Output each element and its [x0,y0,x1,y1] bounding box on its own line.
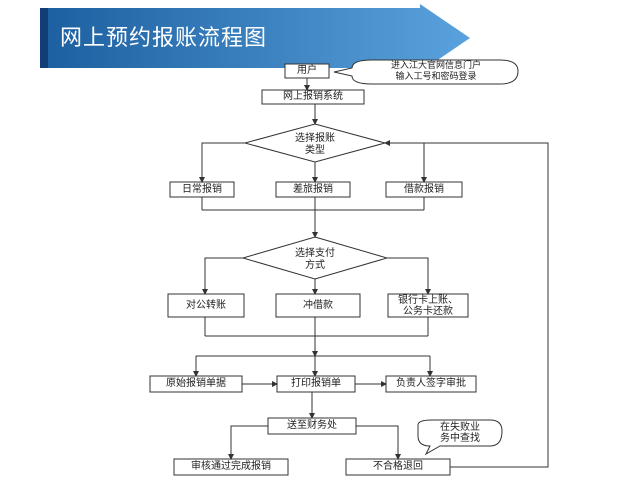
label-loan: 借款报销 [404,184,444,195]
label-print-form: 打印报销单 [291,378,341,389]
callout-failed [417,419,503,456]
label-sign: 负责人签字审批 [396,378,466,389]
label-user: 用户 [297,65,317,76]
label-daily: 日常报销 [182,184,222,195]
callout-login-line1: 进入江大官网信息门户 [390,61,481,71]
label-choose-pay-1: 选择支付 [295,248,335,259]
banner-left-bar [40,8,48,68]
banner-arrow-shape [40,4,470,72]
callout-failed-line2: 务中查找 [440,433,480,444]
node-system [261,89,365,105]
label-rejected: 不合格退回 [373,461,423,472]
callout-failed-line1: 在失败业 [440,422,480,433]
title-banner [40,4,470,72]
label-original-docs: 原始报销单据 [166,378,226,389]
label-corporate: 对公转账 [186,300,226,311]
callout-login-line2: 输入工号和密码登录 [395,72,477,82]
label-send-finance: 送至财务处 [287,420,337,431]
label-choose-type-2: 类型 [305,145,325,156]
label-system: 网上报销系统 [283,91,343,102]
label-offset-loan: 冲借款 [303,300,333,311]
label-bank-1: 银行卡上账、 [398,295,458,306]
label-travel: 差旅报销 [293,184,333,195]
label-bank-2: 公务卡还款 [403,306,453,317]
node-offset-loan [275,293,361,318]
label-choose-type-1: 选择报账 [295,133,335,144]
page-title: 网上预约报账流程图 [60,26,268,51]
label-choose-pay-2: 方式 [305,260,325,271]
label-approved: 审核通过完成报销 [191,461,271,472]
callout-login [333,59,519,85]
